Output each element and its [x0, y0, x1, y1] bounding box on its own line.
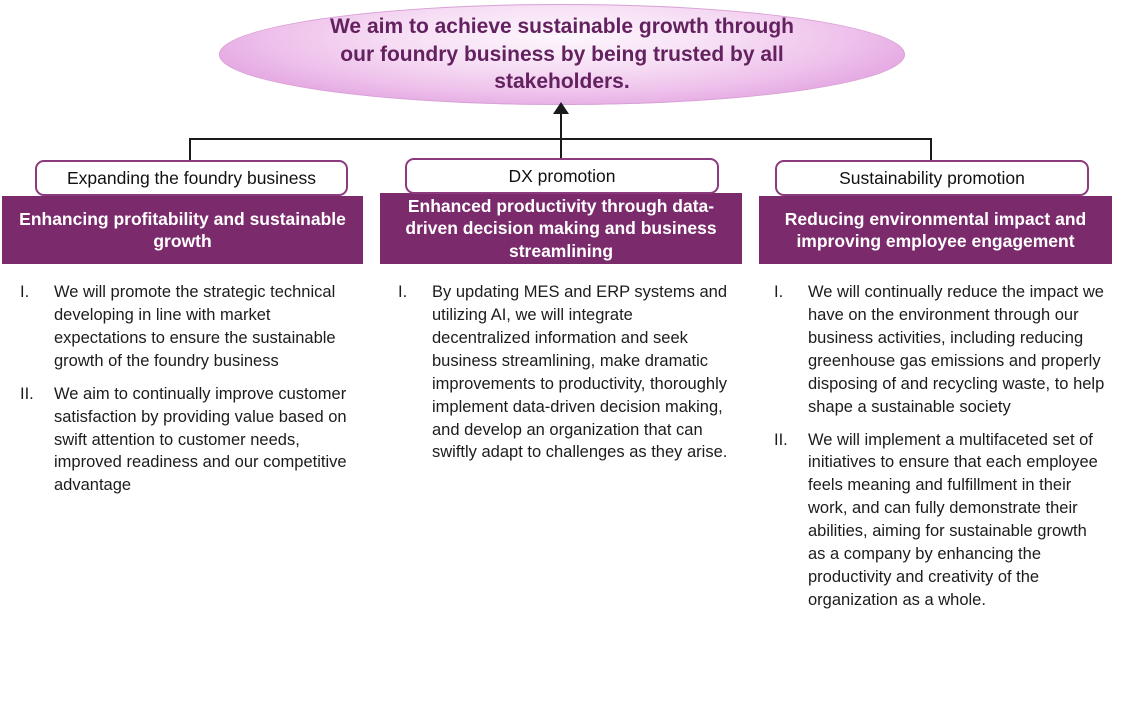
item-numeral: I.	[398, 283, 408, 301]
item-text: We will promote the strategic technical …	[54, 283, 336, 370]
item-text: By updating MES and ERP systems and util…	[432, 283, 728, 462]
list-item: I. By updating MES and ERP systems and u…	[388, 281, 730, 464]
item-numeral: I.	[774, 283, 784, 301]
list-item: II. We aim to continually improve custom…	[10, 383, 352, 498]
item-numeral: II.	[774, 430, 788, 449]
column-banner-sustainability: Reducing environmental impact and improv…	[759, 196, 1112, 264]
list-item: II. We will implement a multifaceted set…	[764, 429, 1108, 612]
item-text: We will implement a multifaceted set of …	[808, 430, 1098, 609]
column-body-sustainability: I. We will continually reduce the impact…	[764, 281, 1108, 622]
column-banner-foundry: Enhancing profitability and sustainable …	[2, 196, 363, 264]
list-item: I. We will promote the strategic technic…	[10, 281, 352, 373]
mission-ellipse: We aim to achieve sustainable growth thr…	[219, 4, 905, 105]
item-text: We will continually reduce the impact we…	[808, 283, 1105, 416]
column-header-sustainability: Sustainability promotion	[775, 160, 1089, 196]
column-header-label: Expanding the foundry business	[66, 167, 317, 188]
column-body-dx: I. By updating MES and ERP systems and u…	[388, 281, 730, 474]
column-header-dx: DX promotion	[405, 158, 719, 194]
connector-right-drop	[930, 138, 932, 161]
column-header-label: DX promotion	[508, 165, 616, 186]
item-numeral: I.	[20, 283, 30, 301]
column-body-foundry: I. We will promote the strategic technic…	[10, 281, 352, 507]
connector-center-vertical	[560, 113, 562, 160]
mission-statement: We aim to achieve sustainable growth thr…	[329, 14, 795, 94]
column-header-label: Sustainability promotion	[839, 167, 1025, 188]
item-numeral: II.	[20, 384, 34, 403]
column-header-foundry: Expanding the foundry business	[35, 160, 348, 196]
column-banner-label: Enhanced productivity through data-drive…	[405, 196, 717, 261]
column-banner-label: Enhancing profitability and sustainable …	[19, 208, 346, 251]
item-text: We aim to continually improve customer s…	[54, 384, 347, 495]
connector-horizontal	[190, 138, 932, 140]
column-banner-label: Reducing environmental impact and improv…	[784, 208, 1087, 251]
connector-left-drop	[189, 138, 191, 161]
up-arrow-icon	[553, 102, 569, 114]
list-item: I. We will continually reduce the impact…	[764, 281, 1108, 419]
column-banner-dx: Enhanced productivity through data-drive…	[380, 193, 742, 264]
